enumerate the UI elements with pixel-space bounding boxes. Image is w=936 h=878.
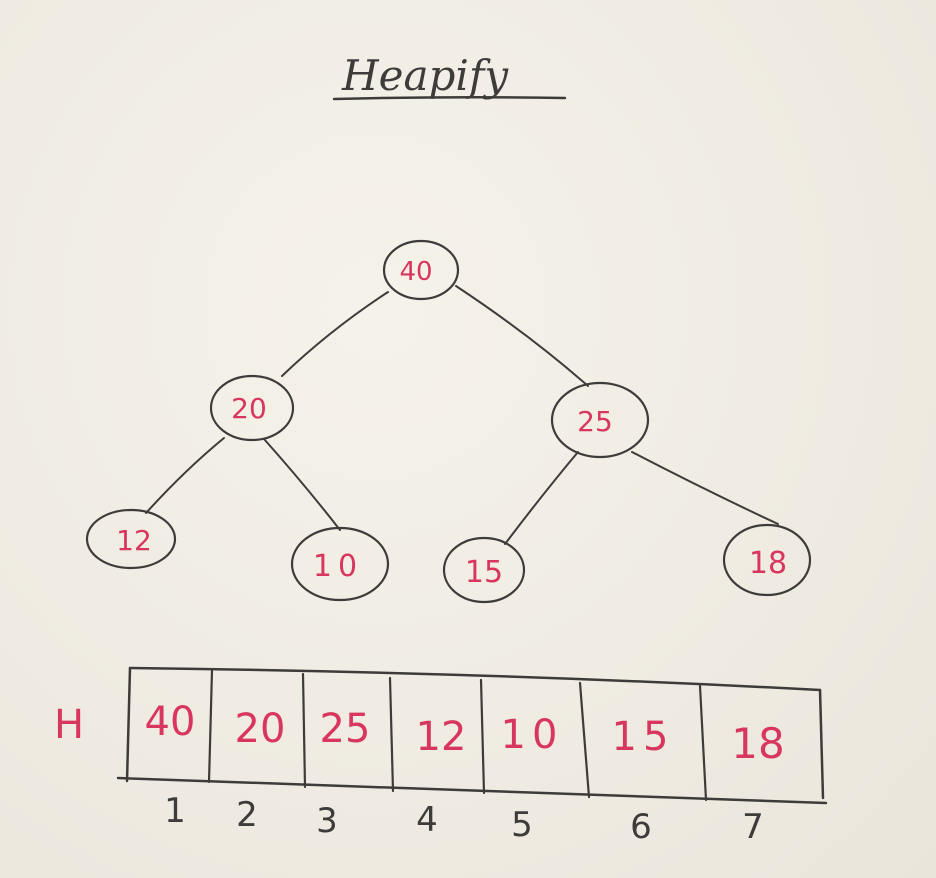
node-value: 10 <box>313 549 363 584</box>
edge-20-10 <box>263 438 341 531</box>
edge-25-18 <box>631 451 779 525</box>
array-index: 4 <box>416 800 438 840</box>
tree-nodes: 40 20 25 12 10 15 <box>85 239 812 604</box>
array-index: 7 <box>742 807 764 847</box>
array-index: 1 <box>164 791 186 831</box>
array-cell: 15 <box>612 714 675 760</box>
array-bottom-border <box>116 776 828 805</box>
diagram-title: Heapify <box>341 51 509 100</box>
array-divider <box>388 676 395 793</box>
array-divider <box>301 672 307 789</box>
title-underline <box>332 95 567 101</box>
tree-node-right: 25 <box>550 381 650 459</box>
tree-node-left-right: 10 <box>290 526 390 602</box>
node-value: 12 <box>116 524 152 557</box>
array-label: H <box>54 702 84 748</box>
array-divider <box>578 681 591 799</box>
array-indices: 1 2 3 4 5 6 7 <box>164 791 764 847</box>
tree-edges <box>145 285 779 545</box>
array-right-border <box>818 688 825 800</box>
tree-node-right-right: 18 <box>722 523 812 597</box>
array-divider <box>698 684 708 802</box>
title-group: Heapify <box>332 51 567 101</box>
array-divider <box>479 678 486 795</box>
array-cell: 12 <box>416 714 467 760</box>
edge-20-12 <box>145 437 225 514</box>
array-box <box>116 666 828 805</box>
node-value: 15 <box>465 555 503 590</box>
array-index: 6 <box>630 807 652 847</box>
array-divider <box>207 668 214 784</box>
tree-node-root: 40 <box>382 239 460 301</box>
edge-40-20 <box>281 291 389 377</box>
array-cell: 20 <box>235 706 286 752</box>
array-index: 2 <box>236 795 258 835</box>
array-index: 3 <box>316 801 338 841</box>
node-value: 18 <box>749 546 787 581</box>
array-top-border <box>128 666 822 692</box>
tree-node-left: 20 <box>209 374 295 442</box>
array-cell: 18 <box>731 719 784 768</box>
array-index: 5 <box>511 805 533 845</box>
tree-node-left-left: 12 <box>85 508 177 570</box>
node-value: 20 <box>231 392 267 425</box>
node-value: 25 <box>577 405 613 438</box>
array-cell: 10 <box>501 712 564 758</box>
array-cell: 40 <box>145 699 196 745</box>
node-value: 40 <box>399 257 432 287</box>
array-left-border <box>125 666 132 783</box>
array-cell: 25 <box>320 706 371 752</box>
tree-node-right-left: 15 <box>442 536 526 604</box>
edge-25-15 <box>504 451 579 545</box>
array-values: 40 20 25 12 10 15 18 <box>145 699 785 768</box>
edge-40-25 <box>455 285 589 387</box>
